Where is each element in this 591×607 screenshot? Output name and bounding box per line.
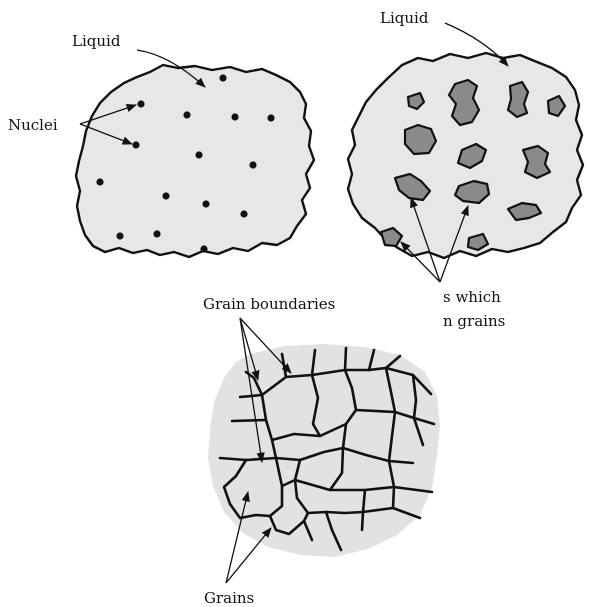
liquid-blob-a [76,65,314,257]
crystal-grain [405,125,436,154]
nucleus-dot [249,161,256,168]
nuclei-label: Nuclei [8,116,58,134]
solid-blob-c [208,344,440,557]
grain-boundaries-label: Grain boundaries [203,295,335,313]
nucleus-dot [137,100,144,107]
crystal-grain [508,82,528,117]
boundary-line [232,420,266,421]
nucleus-dot [153,230,160,237]
panel-b-crystal-growth: Liquid s which n grains [348,9,583,330]
nucleus-dot [132,141,139,148]
nucleus-dot [267,114,274,121]
nucleus-dot [195,151,202,158]
boundary-line [345,348,346,370]
nucleus-dot [96,178,103,185]
nucleus-dot [219,74,226,81]
nucleus-dot [162,192,169,199]
nucleus-dot [231,113,238,120]
liquid-label-b: Liquid [380,9,429,27]
nucleus-dot [116,232,123,239]
crystals-label-line1: s which [443,288,501,306]
panel-a-nucleation: Liquid Nuclei [8,32,314,257]
panel-c-grain-structure: Grain boundaries Grains [203,295,440,607]
crystal-grain [523,146,550,178]
crystal-grain [449,80,479,125]
crystals-label-line2: n grains [443,312,505,330]
nucleus-dot [202,200,209,207]
nucleus-dot [240,210,247,217]
grains-label: Grains [204,589,254,607]
liquid-label-a: Liquid [72,32,121,50]
nucleus-dot [200,245,207,252]
nucleus-dot [183,111,190,118]
